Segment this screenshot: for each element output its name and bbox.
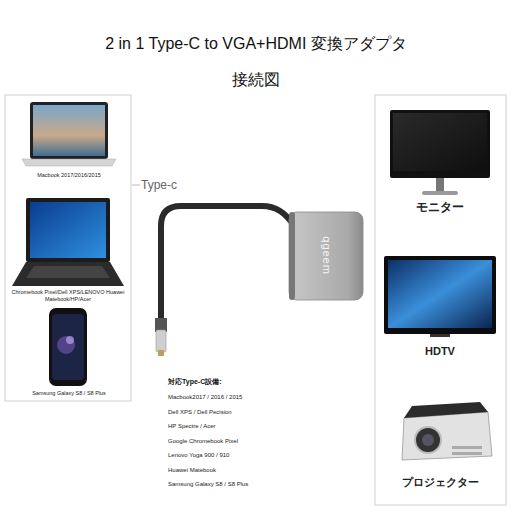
device-caption: Samsung Galaxy S8 / S8 Plus	[12, 390, 126, 397]
projector-icon	[402, 402, 492, 460]
subtitle: 接続図	[0, 70, 512, 89]
list-item: Dell XPS / Dell Pecision	[168, 409, 328, 416]
caption-text: Macbook 2017/2016/2015	[12, 172, 126, 179]
display-panel	[375, 95, 506, 505]
display-caption: HDTV	[380, 345, 500, 359]
laptop-icon	[12, 198, 124, 286]
caption-text: Samsung Galaxy S8 / S8 Plus	[12, 390, 126, 397]
display-caption: プロジェクター	[380, 476, 500, 490]
monitor-icon	[390, 110, 490, 195]
list-heading: 対応Type-C設備:	[168, 378, 308, 386]
device-caption: Chromebook Pixel/Dell XPS/LENOVO Huawei …	[10, 289, 126, 303]
caption-text: プロジェクター	[380, 476, 500, 490]
diagram-title: 2 in 1 Type-C to VGA+HDMI 変換アダプタ	[0, 34, 512, 53]
adapter	[289, 212, 363, 300]
list-item: Samsung Galaxy S8 / S8 Plus	[168, 481, 328, 488]
hdtv-icon	[384, 256, 496, 337]
list-item: Huawei Matebook	[168, 467, 328, 474]
caption-text: Chromebook Pixel/Dell XPS/LENOVO Huawei …	[10, 289, 126, 303]
list-item: Macbook2017 / 2016 / 2015	[168, 394, 328, 401]
caption-text: HDTV	[380, 345, 500, 359]
device-caption: Macbook 2017/2016/2015	[12, 172, 126, 179]
cable-label: Type-c	[141, 178, 201, 192]
type-c-cable	[132, 185, 294, 356]
caption-text: モニター	[380, 200, 500, 215]
list-item: Google Chromebook Pixel	[168, 438, 328, 445]
list-item: Lenovo Yoga 900 / 910	[168, 452, 328, 459]
list-item: HP Spectre / Acer	[168, 423, 328, 430]
brand-logo: qgeem	[319, 226, 332, 286]
device-panel	[5, 95, 131, 401]
display-caption: モニター	[380, 200, 500, 215]
phone-icon	[49, 308, 87, 386]
macbook-icon	[22, 102, 116, 166]
